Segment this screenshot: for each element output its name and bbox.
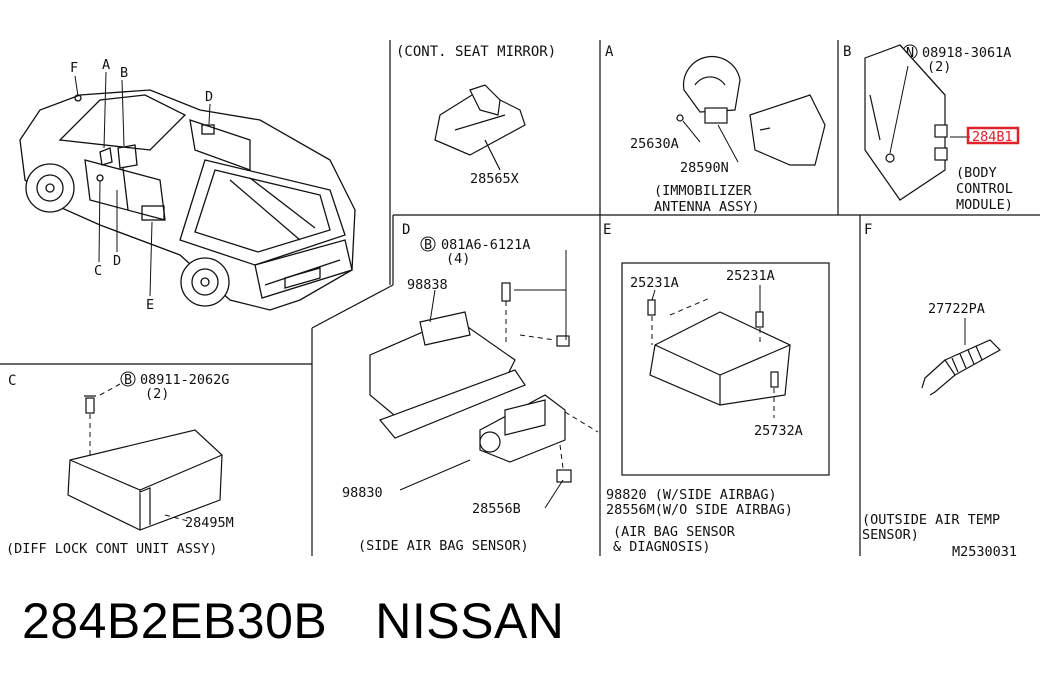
part-label: 28590N (680, 160, 729, 176)
caption: SENSOR) (862, 527, 919, 543)
bolt-code: B (124, 372, 132, 388)
caption: (IMMOBILIZER (654, 183, 752, 199)
part-label: 25732A (754, 423, 803, 439)
section-letter-f: F (864, 222, 872, 238)
variant-label: 28556M(W/O SIDE AIRBAG) (606, 502, 793, 518)
brand-name: NISSAN (375, 593, 565, 649)
bolt-code-circle (120, 371, 136, 387)
bolt-number: 081A6-6121A (441, 237, 530, 253)
caption: (SIDE AIR BAG SENSOR) (358, 538, 529, 554)
section-letter-c: C (8, 373, 16, 389)
bolt-code: B (424, 237, 432, 253)
caption: (AIR BAG SENSOR (613, 524, 736, 540)
airbag-sensor-diagnosis-unit (647, 299, 791, 406)
caption: ANTENNA ASSY) (654, 199, 760, 215)
truck-callout: C (94, 263, 102, 279)
diagram-code: M2530031 (952, 544, 1017, 560)
side-airbag-sensor-assembly (369, 282, 572, 483)
bolt-qty: (2) (145, 386, 169, 402)
part-number: 284B2EB30B (22, 593, 328, 649)
section-letter-a: A (605, 44, 614, 60)
section-letter-b: B (843, 44, 851, 60)
outside-air-temp-sensor (921, 339, 1001, 396)
leader-line (889, 65, 909, 154)
part-label: 98830 (342, 485, 383, 501)
bolt-number: 08918-3061A (922, 45, 1011, 61)
truck-callout: D (205, 89, 213, 105)
part-label: 28495M (185, 515, 234, 531)
part-label: 28556B (472, 501, 521, 517)
highlight-box (966, 126, 1020, 145)
section-letter-d: D (402, 222, 410, 238)
part-label: 28565X (470, 171, 519, 187)
bolt-code-circle (420, 236, 436, 252)
truck-leader-lines (74, 71, 211, 297)
part-label: 25231A (630, 275, 679, 291)
section-letter-e: E (603, 222, 611, 238)
caption: & DIAGNOSIS) (613, 539, 711, 555)
body-control-module (864, 44, 948, 201)
part-label: 98838 (407, 277, 448, 293)
caption: MODULE) (956, 197, 1013, 213)
truck-callout: B (120, 65, 128, 81)
bolt-qty: (2) (927, 59, 951, 75)
bolt-qty: (4) (446, 251, 470, 267)
truck-callout: F (70, 60, 78, 76)
part-label: 25231A (726, 268, 775, 284)
caption: CONTROL (956, 181, 1013, 197)
truck-callout: E (146, 297, 154, 313)
section-grid-lines (0, 40, 1040, 556)
caption: (BODY (956, 165, 997, 181)
caption: (DIFF LOCK CONT UNIT ASSY) (6, 541, 217, 557)
bolt-code: N (906, 45, 914, 61)
highlighted-part-label: 284B1 (972, 129, 1013, 145)
truck-callouts: F A B D C D E (70, 57, 213, 313)
part-number-caption: 284B2EB30B NISSAN (22, 592, 564, 650)
truck-callout: D (113, 253, 121, 269)
variant-label: 98820 (W/SIDE AIRBAG) (606, 487, 777, 503)
immobilizer-antenna (676, 55, 826, 166)
seat-mirror-module (434, 84, 526, 171)
bolt-number: 08911-2062G (140, 372, 229, 388)
caption: (OUTSIDE AIR TEMP (862, 512, 1000, 528)
truck-callout: A (102, 57, 110, 73)
part-label: 25630A (630, 136, 679, 152)
pickup-truck-illustration (19, 89, 356, 311)
part-label: 27722PA (928, 301, 985, 317)
section-title-cont-seat-mirror: (CONT. SEAT MIRROR) (396, 44, 556, 60)
diff-lock-unit (67, 395, 223, 531)
